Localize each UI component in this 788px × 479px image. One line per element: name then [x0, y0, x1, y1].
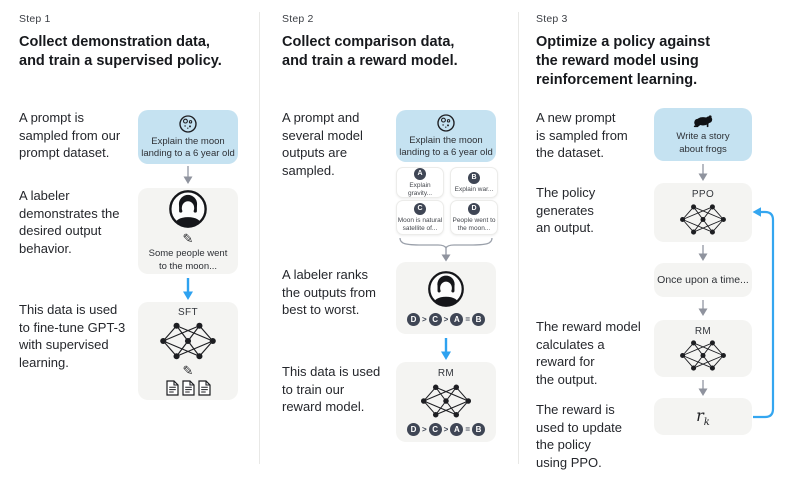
step3-rm-box: RM [654, 320, 752, 377]
document-icon [165, 379, 179, 396]
step2-label: Step 2 [282, 13, 314, 25]
rm-label: RM [694, 325, 712, 337]
rank-separator: = [465, 315, 470, 324]
rank-badge: A [450, 423, 464, 436]
step1-caption-prompt: A prompt is sampled from our prompt data… [19, 110, 121, 160]
sft-label: SFT [177, 306, 199, 318]
brace-arrow [399, 237, 493, 262]
step3-output-box: Once upon a time... [654, 263, 752, 297]
output-badge: A [414, 167, 426, 180]
down-arrow-blue [183, 278, 193, 300]
frog-icon [693, 115, 713, 128]
document-icon [197, 379, 211, 396]
ranking-row: D > C > A = B [406, 313, 485, 326]
step1-label: Step 1 [19, 13, 51, 25]
feedback-loop-arrow [752, 207, 775, 419]
step1-caption-sft: This data is used to fine-tune GPT-3 wit… [19, 302, 126, 370]
step1-sft-box: SFT ✎ [138, 302, 238, 400]
ranking-row: D > C > A = B [406, 423, 485, 436]
pencil-icon: ✎ [182, 231, 194, 246]
output-badge: B [468, 171, 480, 184]
moon-icon [437, 113, 455, 132]
step2-prompt-box: Explain the moon landing to a 6 year old [396, 110, 496, 162]
output-card-b: B Explain war... [450, 167, 498, 198]
down-arrow-gray [183, 166, 193, 184]
step2-labeler-box: D > C > A = B [396, 262, 496, 334]
pencil-icon: ✎ [182, 362, 194, 378]
output-card-a: A Explain gravity... [396, 167, 444, 198]
step3-ppo-box: PPO [654, 183, 752, 242]
output-text: People went to the moon... [452, 216, 496, 232]
step3-caption-update: The reward is used to update the policy … [536, 402, 623, 470]
step1-title: Collect demonstration data, and train a … [19, 34, 222, 69]
step1-prompt-box: Explain the moon landing to a 6 year old [138, 110, 238, 164]
rank-badge: A [450, 313, 464, 326]
step3-caption-reward: The reward model calculates a reward for… [536, 319, 641, 387]
neural-network-icon [680, 204, 726, 235]
down-arrow-gray [698, 300, 708, 316]
neural-network-icon [680, 339, 726, 371]
output-badge: C [414, 202, 426, 215]
neural-network-icon [420, 384, 472, 418]
down-arrow-gray [698, 380, 708, 396]
output-card-d: D People went to the moon... [450, 200, 498, 235]
step3-label: Step 3 [536, 13, 568, 25]
step1-caption-labeler: A labeler demonstrates the desired outpu… [19, 188, 120, 256]
rank-separator: > [421, 425, 427, 434]
rank-badge: C [428, 313, 442, 326]
column-divider [259, 12, 260, 464]
rank-badge: B [472, 423, 485, 436]
column-divider [518, 12, 519, 464]
rank-badge: D [406, 423, 420, 436]
output-text: Explain gravity... [407, 181, 433, 197]
output-text: Moon is natural satellite of... [397, 216, 443, 232]
rank-separator: = [465, 425, 470, 434]
down-arrow-gray [698, 245, 708, 261]
step2-caption-rm: This data is used to train our reward mo… [282, 364, 381, 414]
step2-caption-prompt: A prompt and several model outputs are s… [282, 110, 363, 178]
document-icon [181, 379, 195, 396]
prompt-text: Explain the moon landing to a 6 year old [399, 134, 493, 159]
step2-caption-ranking: A labeler ranks the outputs from best to… [282, 267, 376, 317]
step3-caption-policy: The policy generates an output. [536, 185, 596, 235]
prompt-text: Write a story about frogs [676, 131, 730, 155]
rank-separator: > [443, 425, 449, 434]
step3-caption-prompt: A new prompt is sampled from the dataset… [536, 110, 628, 160]
generated-output-text: Once upon a time... [657, 273, 749, 286]
prompt-text: Explain the moon landing to a 6 year old [141, 135, 235, 160]
rm-label: RM [437, 368, 455, 379]
rank-badge: D [406, 313, 420, 326]
moon-icon [179, 114, 197, 133]
reward-symbol: rk [696, 405, 710, 428]
ppo-label: PPO [691, 189, 715, 200]
output-card-c: C Moon is natural satellite of... [396, 200, 444, 235]
output-badge: D [468, 202, 480, 215]
neural-network-icon [160, 322, 216, 359]
rank-separator: > [421, 315, 427, 324]
labeler-avatar-icon [169, 190, 207, 228]
output-text: Explain war... [454, 185, 494, 193]
down-arrow-blue [441, 338, 451, 360]
demonstration-text: Some people went to the moon... [148, 248, 228, 272]
down-arrow-gray [698, 164, 708, 181]
rank-badge: B [472, 313, 485, 326]
step2-rm-box: RM D > C > A = B [396, 362, 496, 442]
rank-separator: > [443, 315, 449, 324]
step3-reward-box: rk [654, 398, 752, 435]
step3-prompt-box: Write a story about frogs [654, 108, 752, 161]
labeler-avatar-icon [428, 271, 464, 307]
step3-title: Optimize a policy against the reward mod… [536, 34, 711, 88]
rank-badge: C [428, 423, 442, 436]
documents-icons [165, 379, 211, 396]
step1-labeler-box: ✎ Some people went to the moon... [138, 188, 238, 274]
step2-title: Collect comparison data, and train a rew… [282, 34, 458, 69]
